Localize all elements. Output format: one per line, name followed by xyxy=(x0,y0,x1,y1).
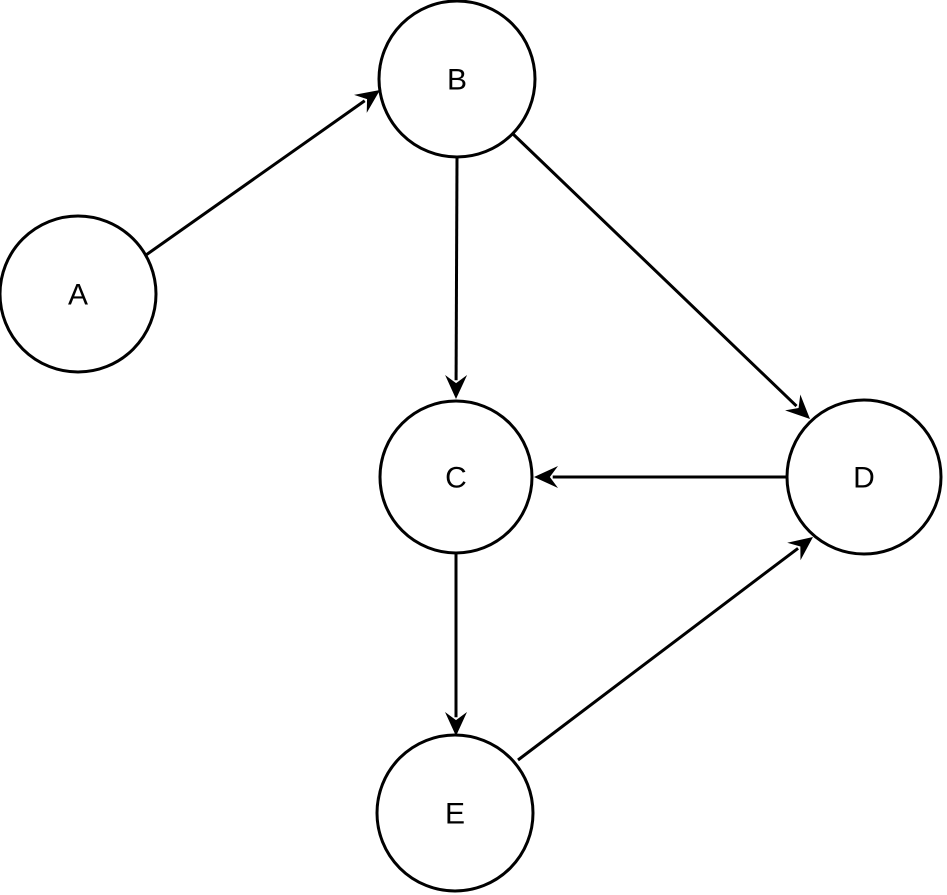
node-c[interactable]: C xyxy=(378,399,534,555)
node-e[interactable]: E xyxy=(375,733,535,893)
edge-d-to-c xyxy=(534,466,787,488)
edges-layer xyxy=(145,90,813,762)
node-circle-b[interactable] xyxy=(377,0,537,159)
node-a[interactable]: A xyxy=(0,214,158,374)
arrowhead-icon xyxy=(354,90,380,113)
arrowhead-icon xyxy=(785,394,810,419)
node-circle-c[interactable] xyxy=(378,399,534,555)
node-circle-d[interactable] xyxy=(785,398,943,556)
edge-shaft xyxy=(511,132,798,408)
arrowhead-icon xyxy=(534,466,558,488)
edge-a-to-b xyxy=(145,90,380,257)
edge-shaft xyxy=(517,547,799,762)
edge-e-to-d xyxy=(517,537,813,762)
node-circle-e[interactable] xyxy=(375,733,535,893)
arrowhead-icon xyxy=(445,374,468,399)
edge-b-to-c xyxy=(445,156,468,399)
node-label-d: D xyxy=(853,462,875,495)
arrowhead-icon xyxy=(445,712,467,736)
edge-c-to-e xyxy=(445,553,467,736)
node-label-b: B xyxy=(447,64,467,97)
node-circle-a[interactable] xyxy=(0,214,158,374)
node-label-a: A xyxy=(68,279,88,312)
node-label-c: C xyxy=(445,462,467,495)
node-b[interactable]: B xyxy=(377,0,537,159)
edge-shaft xyxy=(454,156,459,381)
edge-shaft xyxy=(145,99,366,257)
node-d[interactable]: D xyxy=(785,398,943,556)
node-label-e: E xyxy=(445,798,465,831)
edge-b-to-d xyxy=(511,132,810,419)
arrowhead-icon xyxy=(787,537,813,561)
